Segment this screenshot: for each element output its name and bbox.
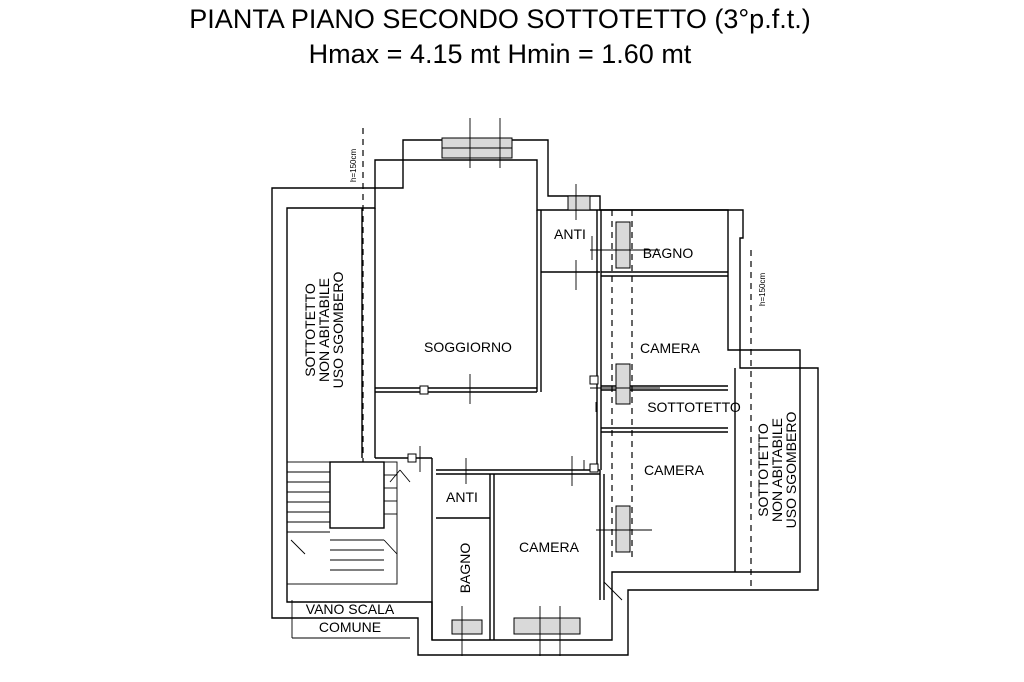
attic-right-line-2: NON ABITABILE: [769, 418, 785, 522]
attic-left-line-1: SOTTOTETTO: [302, 283, 318, 377]
room-label-anti-top: ANTI: [554, 226, 586, 242]
windows: [441, 137, 631, 635]
room-label-bagno-bottom: BAGNO: [457, 543, 473, 594]
attic-right-label: SOTTOTETTO NON ABITABILE USO SGOMBERO: [755, 412, 799, 529]
door-marks: [407, 118, 660, 656]
exterior-walls: [271, 139, 819, 656]
attic-right-line-3: USO SGOMBERO: [783, 412, 799, 529]
height-lines: [362, 128, 752, 590]
attic-left-label: SOTTOTETTO NON ABITABILE USO SGOMBERO: [302, 272, 346, 389]
height-mark-right: h=150cm: [758, 273, 767, 306]
room-label-camera-bottom: CAMERA: [519, 539, 580, 555]
stair-label-line-2: COMUNE: [319, 619, 381, 635]
attic-left-line-2: NON ABITABILE: [316, 278, 332, 382]
attic-right-line-1: SOTTOTETTO: [755, 423, 771, 517]
attic-left-line-3: USO SGOMBERO: [330, 272, 346, 389]
room-label-camera-upper: CAMERA: [640, 340, 701, 356]
room-label-sottotetto-corridor: SOTTOTETTO: [647, 399, 741, 415]
plan-subtitle: Hmax = 4.15 mt Hmin = 1.60 mt: [308, 39, 692, 69]
room-label-anti-bottom: ANTI: [446, 489, 478, 505]
room-label-camera-lower: CAMERA: [644, 462, 705, 478]
room-label-bagno-top: BAGNO: [643, 245, 694, 261]
room-label-soggiorno: SOGGIORNO: [424, 339, 512, 355]
height-mark-left: h=150cm: [349, 149, 358, 182]
interior-walls: [361, 208, 736, 640]
stair-label-line-1: VANO SCALA: [306, 601, 395, 617]
staircase: [286, 461, 411, 639]
plan-title: PIANTA PIANO SECONDO SOTTOTETTO (3°p.f.t…: [189, 4, 811, 34]
